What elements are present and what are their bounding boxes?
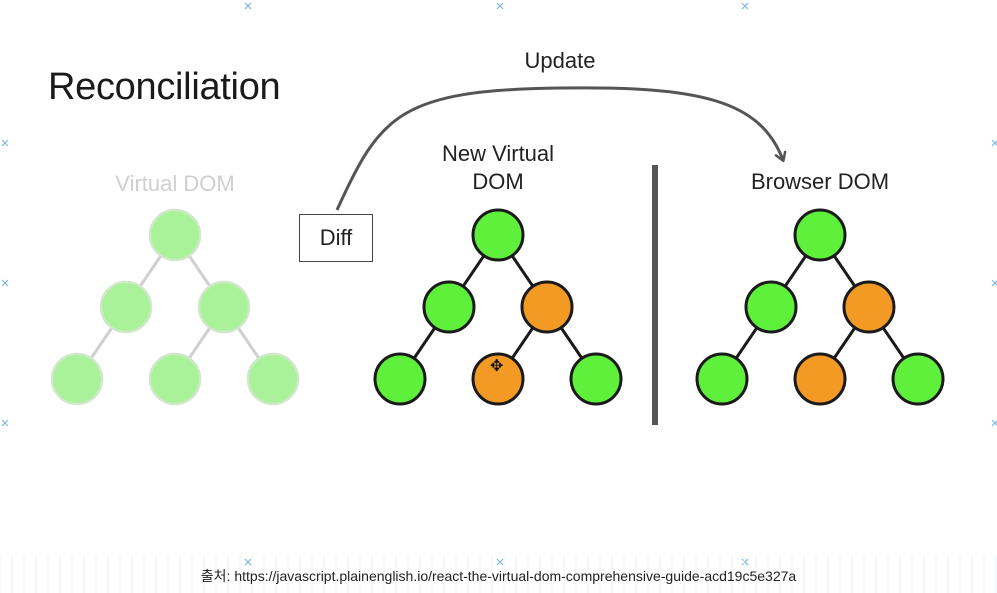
- tree-node-root: [471, 208, 525, 262]
- tree-node-root: [148, 208, 202, 262]
- source-caption: 출처: https://javascript.plainenglish.io/r…: [200, 568, 797, 584]
- tree-node-root: [793, 208, 847, 262]
- slide-title: Reconciliation: [48, 66, 281, 108]
- tree-node-left: [744, 280, 798, 334]
- move-cursor-icon: ✥: [490, 358, 504, 375]
- tree-node-right-left: [793, 352, 847, 406]
- tree-node-right-left: [148, 352, 202, 406]
- tree-node-left-left: [50, 352, 104, 406]
- trees: [50, 208, 945, 406]
- virtual-dom-label-line: Virtual DOM: [115, 171, 235, 196]
- tree-node-right: [197, 280, 251, 334]
- tree-node-right: [842, 280, 896, 334]
- update-label: Update: [524, 48, 596, 73]
- tree-1: [373, 208, 623, 406]
- new-virtual-dom-label: New Virtual DOM: [418, 140, 578, 196]
- tree-node-right: [520, 280, 574, 334]
- diff-box: Diff: [299, 214, 373, 262]
- tree-2: [695, 208, 945, 406]
- new-virtual-dom-label-line-2: DOM: [472, 169, 524, 194]
- tree-node-left: [99, 280, 153, 334]
- tree-node-left: [422, 280, 476, 334]
- tree-node-right-right: [246, 352, 300, 406]
- tree-node-left-left: [695, 352, 749, 406]
- tree-0: [50, 208, 300, 406]
- browser-dom-label: Browser DOM: [740, 168, 900, 196]
- diff-label: Diff: [319, 225, 353, 250]
- tree-node-right-left: [471, 352, 525, 406]
- virtual-dom-label: Virtual DOM: [95, 170, 255, 198]
- browser-dom-label-line: Browser DOM: [750, 169, 890, 194]
- tree-node-right-right: [569, 352, 623, 406]
- new-virtual-dom-label-line-1: New Virtual: [441, 141, 555, 166]
- tree-node-right-right: [891, 352, 945, 406]
- update-arrow: [335, 86, 783, 211]
- tree-node-left-left: [373, 352, 427, 406]
